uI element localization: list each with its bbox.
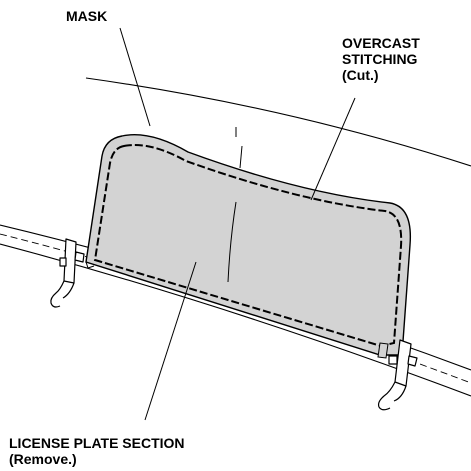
overcast-label-line3: (Cut.) [342,67,379,83]
plate-leader-line [144,261,197,421]
overcast-label-line2: STITCHING [342,51,418,67]
overcast-stitching-line [93,144,403,348]
license-plate-panel [85,134,412,356]
right-clip-icon [377,339,418,411]
overcast-stitching-label: OVERCAST STITCHING (Cut.) [342,35,420,83]
center-seam [239,145,243,169]
center-fold-line [227,201,237,283]
panel-right-end [377,342,389,359]
overcast-label-line1: OVERCAST [342,35,420,51]
plate-label-line1: LICENSE PLATE SECTION [9,435,185,451]
mask-leader-line [119,27,151,127]
panel-left-end [85,261,95,269]
stitching-leader-line [310,97,356,201]
license-plate-label: LICENSE PLATE SECTION (Remove.) [9,435,185,467]
plate-label-line2: (Remove.) [9,451,77,467]
left-clip-icon [50,238,85,308]
mask-label: MASK [66,8,107,24]
mask-label-text: MASK [66,8,108,24]
mask-upper-contour [85,77,471,167]
